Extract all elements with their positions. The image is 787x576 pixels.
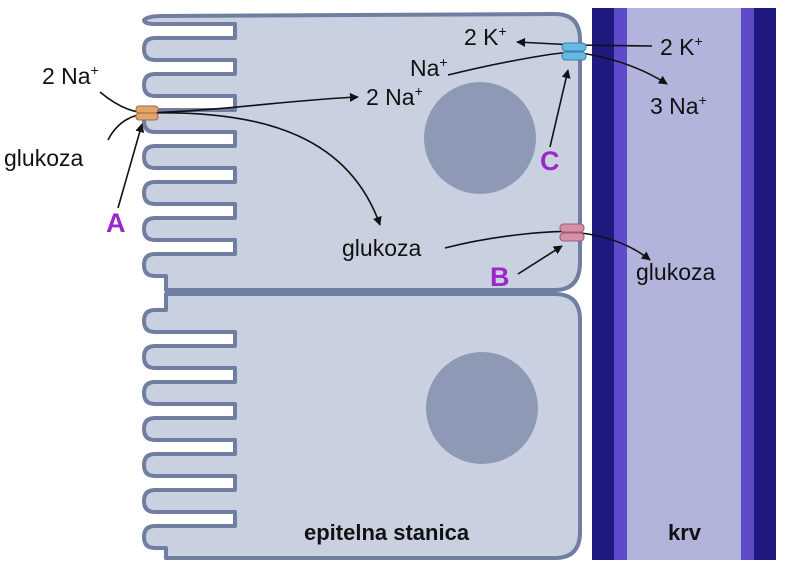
pointer-a xyxy=(117,123,145,209)
vessel-inner-left xyxy=(614,8,627,560)
transporter-c xyxy=(561,42,587,61)
vessel-wall-right xyxy=(754,8,776,560)
label-na-cytosol-top: Na+ xyxy=(410,54,448,81)
arrow-na-influx xyxy=(99,91,359,114)
label-na-cytosol-mid: 2 Na+ xyxy=(366,83,423,110)
nucleus-upper xyxy=(424,82,536,194)
marker-b: B xyxy=(490,262,510,292)
label-cell-name: epitelna stanica xyxy=(304,520,470,545)
transporter-b xyxy=(559,223,585,242)
blood-vessel xyxy=(592,8,776,560)
pointer-c xyxy=(549,69,571,148)
vessel-lumen xyxy=(627,8,741,560)
arrow-glucose-cytosol xyxy=(147,112,382,226)
marker-c: C xyxy=(540,146,560,176)
pointer-b xyxy=(517,245,563,275)
label-na-apical: 2 Na+ xyxy=(42,62,99,89)
vessel-wall-left xyxy=(592,8,614,560)
nucleus-lower xyxy=(426,352,538,464)
label-na-blood: 3 Na+ xyxy=(650,92,707,119)
label-blood-name: krv xyxy=(668,520,702,545)
label-k-cytosol: 2 K+ xyxy=(464,23,507,50)
marker-a: A xyxy=(106,208,126,238)
label-glucose-cytosol: glukoza xyxy=(342,235,421,261)
label-glucose-blood: glukoza xyxy=(636,259,715,285)
label-k-blood: 2 K+ xyxy=(660,33,703,60)
vessel-inner-right xyxy=(741,8,754,560)
transport-arrows xyxy=(99,37,668,275)
transporter-a xyxy=(135,105,159,121)
label-glucose-apical: glukoza xyxy=(4,145,83,171)
